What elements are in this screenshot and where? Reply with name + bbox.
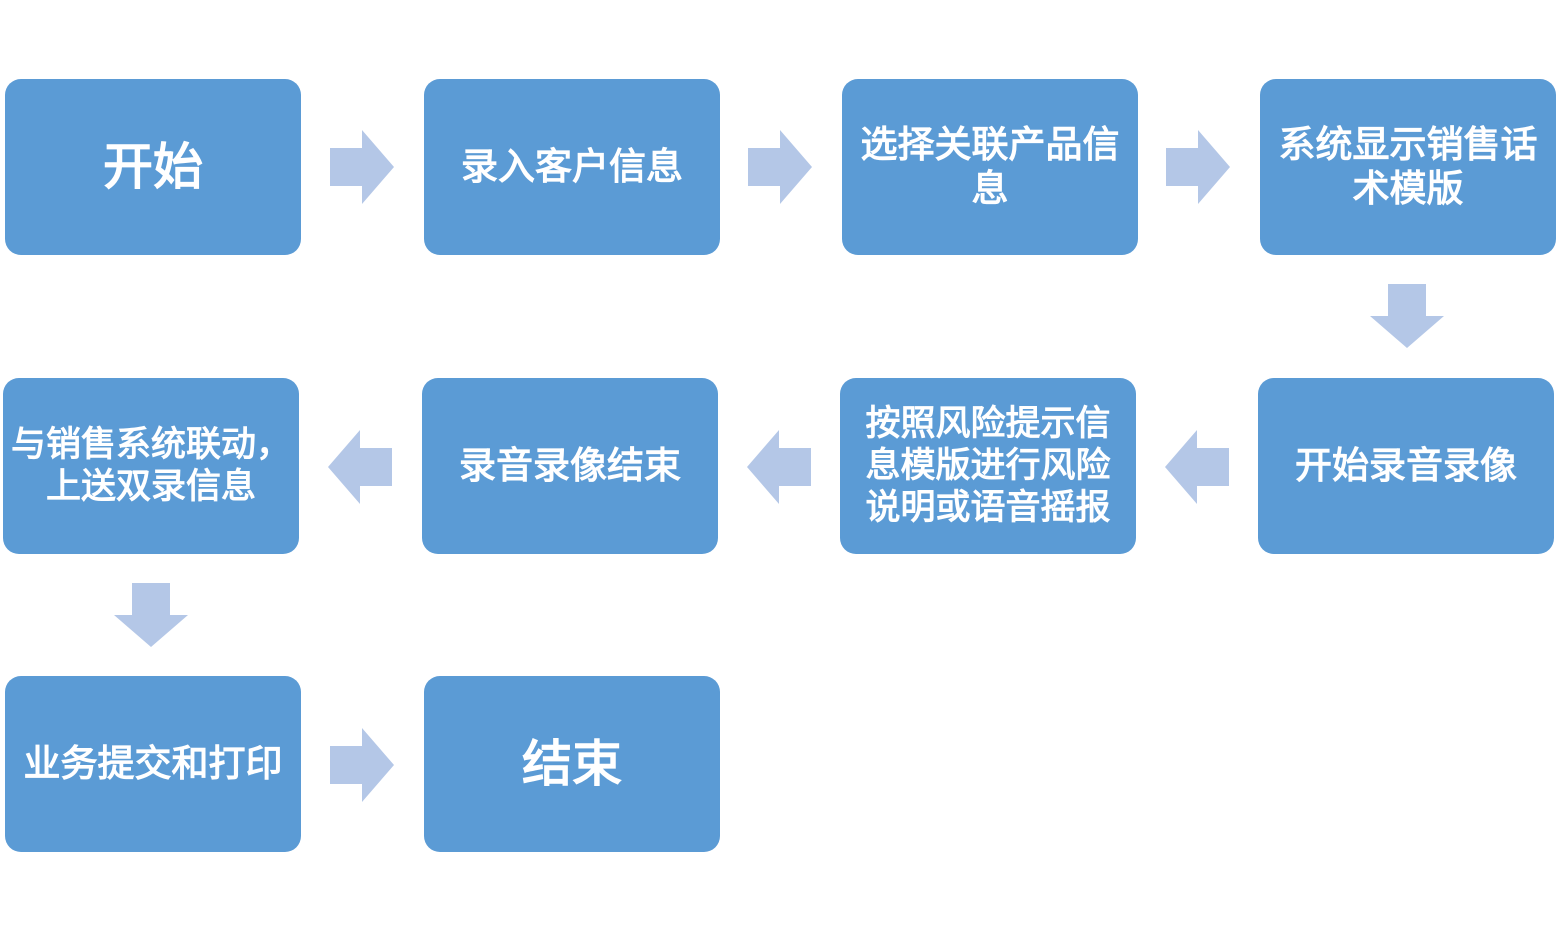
- node-label: 业务提交和打印: [23, 741, 283, 785]
- node-label: 录入客户信息: [461, 144, 683, 188]
- node-label: 按照风险提示信 息模版进行风险 说明或语音摇报: [865, 404, 1111, 528]
- node-end-recording: 录音录像结束: [422, 378, 718, 554]
- node-label: 开始录音录像: [1295, 443, 1517, 487]
- arrow-right-icon: [1166, 130, 1230, 204]
- arrow-left-icon: [328, 430, 392, 504]
- node-risk-explanation: 按照风险提示信 息模版进行风险 说明或语音摇报: [840, 378, 1136, 554]
- arrow-left-icon: [1165, 430, 1229, 504]
- arrow-left-icon: [747, 430, 811, 504]
- node-enter-customer-info: 录入客户信息: [424, 79, 720, 255]
- arrow-right-icon: [748, 130, 812, 204]
- node-submit-print: 业务提交和打印: [5, 676, 301, 852]
- node-start-recording: 开始录音录像: [1258, 378, 1554, 554]
- node-show-sales-script: 系统显示销售话 术模版: [1260, 79, 1556, 255]
- node-label: 结束: [522, 735, 622, 793]
- node-upload-info: 与销售系统联动， 上送双录信息: [3, 378, 299, 554]
- node-label: 与销售系统联动， 上送双录信息: [10, 425, 291, 507]
- node-select-product-info: 选择关联产品信 息: [842, 79, 1138, 255]
- node-label: 系统显示销售话 术模版: [1278, 122, 1538, 210]
- arrow-right-icon: [330, 130, 394, 204]
- node-label: 选择关联产品信 息: [860, 122, 1120, 210]
- node-label: 录音录像结束: [459, 443, 681, 487]
- node-start: 开始: [5, 79, 301, 255]
- arrow-down-icon: [114, 583, 188, 647]
- node-label: 开始: [103, 138, 203, 196]
- arrow-down-icon: [1370, 284, 1444, 348]
- arrow-right-icon: [330, 728, 394, 802]
- node-end: 结束: [424, 676, 720, 852]
